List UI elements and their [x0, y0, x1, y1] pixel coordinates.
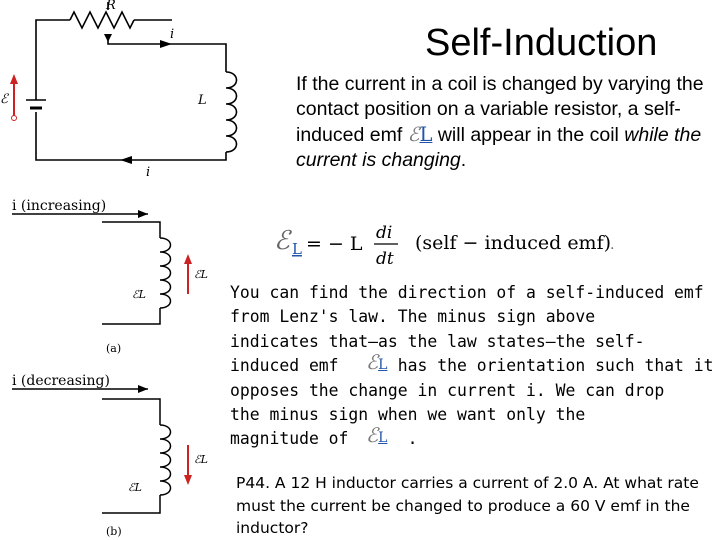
slide-title: Self-Induction [425, 22, 658, 64]
inductor-coil [159, 237, 172, 309]
eq-equals-minus-l: = − L [306, 233, 363, 255]
figure-b-caption: (b) [106, 525, 122, 538]
current-label-bottom: i [146, 165, 150, 180]
resistor [69, 10, 135, 30]
emf-subscript: L [419, 123, 433, 146]
inline-emf-2: ℰL [366, 423, 387, 447]
lenz-line: the minus sign when we want only the [230, 405, 586, 425]
emf-subscript: L [378, 430, 388, 446]
battery-emf-label: ℰ [0, 92, 9, 107]
lenz-paragraph: You can find the direction of a self-ind… [230, 281, 718, 452]
svg-text:.: . [610, 237, 614, 253]
resistor-label: R [105, 0, 116, 13]
figure-b-label: i (decreasing) [12, 373, 110, 389]
self-induced-emf-equation: ℰ L = − L di dt (self − induced emf) . [274, 223, 614, 268]
wire [35, 112, 227, 161]
problem-text: P44. A 12 H inductor carries a current o… [236, 474, 699, 537]
figure-a-emf-label-2: ℰL [132, 288, 146, 301]
wire [35, 19, 70, 100]
figure-a-caption: (a) [106, 342, 121, 355]
emf-symbol: ℰ [366, 350, 379, 374]
inductor-coil [225, 71, 238, 153]
lenz-line: from Lenz's law. The minus sign above [230, 307, 596, 327]
intro-italic: while the current is changing [296, 124, 702, 171]
intro-text-2: will appear in the coil [432, 124, 625, 146]
intro-text: If the current in a coil is changed by v… [296, 73, 704, 146]
intro-paragraph: If the current in a coil is changed by v… [296, 72, 716, 173]
lenz-line: indicates that—as the law states—the sel… [230, 331, 645, 351]
lenz-line: magnitude of . [230, 429, 418, 449]
emf-subscript: L [378, 357, 388, 373]
inductor-coil [159, 424, 172, 496]
figure-a-label: i (increasing) [12, 198, 106, 214]
eq-emf-symbol: ℰ [274, 226, 292, 256]
inline-emf-1: ℰL [366, 350, 387, 374]
eq-emf-subscript: L [292, 240, 302, 258]
wire [107, 34, 227, 72]
intro-end: . [460, 149, 467, 171]
emf-symbol: ℰ [366, 423, 379, 447]
eq-label: (self − induced emf) [415, 232, 611, 254]
inductor-label: L [197, 93, 207, 108]
figure-a-emf-label: ℰL [194, 268, 208, 281]
lenz-line: You can find the direction of a self-ind… [230, 283, 704, 302]
lenz-line: induced emf has the orientation such tha… [230, 356, 714, 376]
eq-di: di [376, 223, 392, 243]
current-label-top: i [170, 27, 174, 42]
figure-a-increasing: i (increasing) ℰL ℰL (a) [12, 198, 208, 355]
figure-b-decreasing: i (decreasing) ℰL ℰL (b) [12, 373, 208, 538]
figure-b-emf-label-2: ℰL [128, 481, 142, 494]
eq-dt: dt [376, 249, 394, 268]
lenz-line: opposes the change in current i. We can … [230, 380, 665, 400]
figure-b-emf-label: ℰL [194, 453, 208, 466]
emf-symbol: ℰ [407, 123, 420, 146]
rl-circuit-diagram: ℰ R i L i [0, 0, 238, 180]
